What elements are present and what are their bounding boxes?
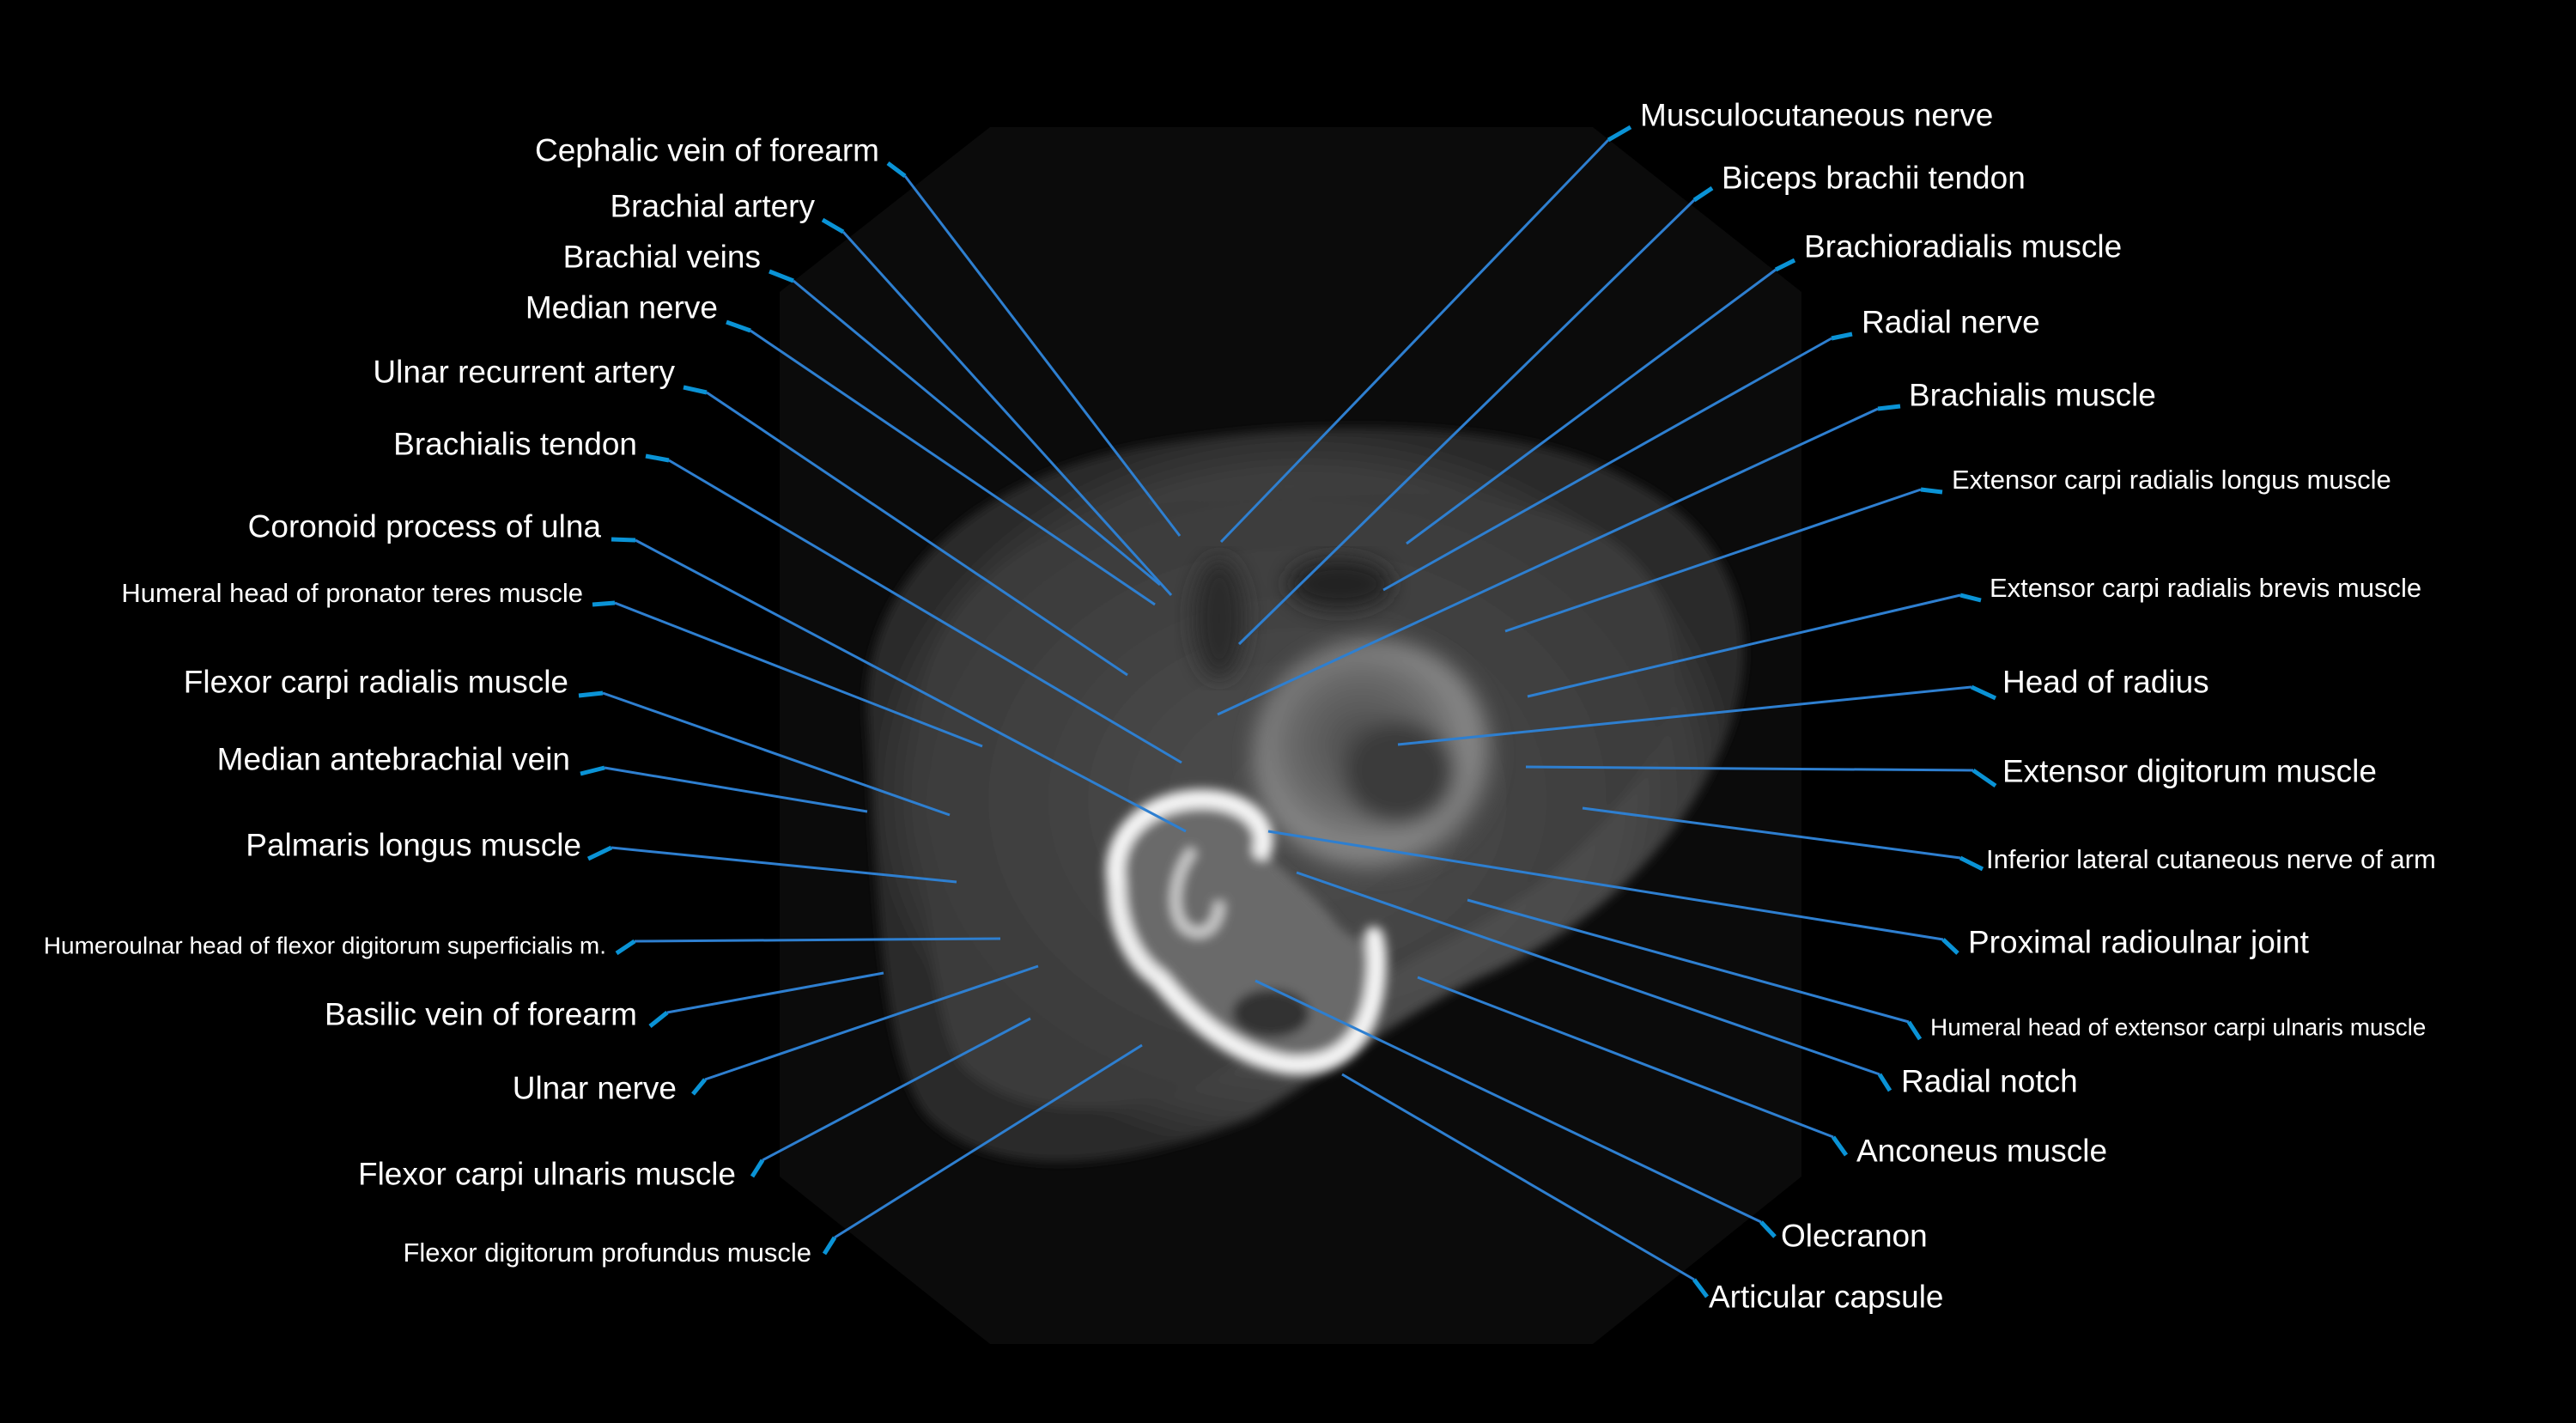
leader-tick-brachial-artery bbox=[821, 217, 845, 234]
label-brachialis-muscle: Brachialis muscle bbox=[1909, 377, 2156, 413]
label-brachioradialis-muscle: Brachioradialis muscle bbox=[1804, 228, 2123, 265]
leader-line-brachialis-tendon bbox=[668, 459, 1182, 764]
label-ulnar-recurrent-artery: Ulnar recurrent artery bbox=[373, 354, 675, 390]
label-humeral-head-of-extensor-carpi-ulnaris-muscle: Humeral head of extensor carpi ulnaris m… bbox=[1930, 1013, 2427, 1041]
leader-tick-musculocutaneous-nerve bbox=[1607, 125, 1632, 143]
leader-tick-brachial-veins bbox=[769, 269, 794, 283]
leader-tick-biceps-brachii-tendon bbox=[1692, 185, 1714, 203]
leader-line-radial-nerve bbox=[1382, 337, 1832, 592]
label-humeroulnar-head-of-flexor-digitorum-superficialis-m: Humeroulnar head of flexor digitorum sup… bbox=[43, 932, 606, 959]
leader-tick-extensor-digitorum-muscle bbox=[1971, 768, 1997, 788]
leader-line-humeral-head-of-pronator-teres-muscle bbox=[614, 601, 983, 748]
leader-line-ulnar-nerve bbox=[704, 964, 1039, 1081]
leader-tick-median-antebrachial-vein bbox=[580, 765, 605, 776]
leader-line-inferior-lateral-cutaneous-nerve-of-arm bbox=[1582, 806, 1961, 860]
label-flexor-carpi-ulnaris-muscle: Flexor carpi ulnaris muscle bbox=[357, 1156, 736, 1192]
label-cephalic-vein-of-forearm: Cephalic vein of forearm bbox=[534, 132, 879, 168]
leader-lines bbox=[578, 125, 1997, 1298]
leader-line-extensor-digitorum-muscle bbox=[1525, 765, 1974, 772]
leader-tick-brachialis-muscle bbox=[1877, 404, 1901, 411]
leader-line-brachialis-muscle bbox=[1217, 407, 1879, 716]
leader-line-radial-notch bbox=[1296, 871, 1880, 1076]
label-proximal-radioulnar-joint: Proximal radioulnar joint bbox=[1968, 924, 2309, 960]
leader-tick-anconeus-muscle bbox=[1831, 1135, 1849, 1157]
leader-line-brachial-artery bbox=[841, 230, 1173, 597]
label-inferior-lateral-cutaneous-nerve-of-arm: Inferior lateral cutaneous nerve of arm bbox=[1986, 844, 2436, 875]
label-extensor-carpi-radialis-longus-muscle: Extensor carpi radialis longus muscle bbox=[1952, 465, 2391, 496]
leader-tick-articular-capsule bbox=[1692, 1278, 1709, 1298]
leader-line-musculocutaneous-nerve bbox=[1219, 138, 1610, 544]
leader-line-head-of-radius bbox=[1397, 685, 1972, 746]
label-ulnar-nerve: Ulnar nerve bbox=[512, 1070, 677, 1106]
label-brachialis-tendon: Brachialis tendon bbox=[393, 426, 637, 462]
leader-tick-humeral-head-of-pronator-teres-muscle bbox=[592, 600, 616, 607]
label-coronoid-process-of-ulna: Coronoid process of ulna bbox=[247, 508, 601, 544]
leader-line-brachioradialis-muscle bbox=[1406, 268, 1777, 545]
label-radial-nerve: Radial nerve bbox=[1862, 304, 2040, 340]
label-musculocutaneous-nerve: Musculocutaneous nerve bbox=[1640, 97, 1994, 133]
leader-line-olecranon bbox=[1255, 979, 1762, 1224]
label-brachial-veins: Brachial veins bbox=[562, 239, 761, 275]
leader-line-palmaris-longus-muscle bbox=[611, 846, 957, 884]
leader-tick-extensor-carpi-radialis-brevis-muscle bbox=[1959, 593, 1982, 603]
leader-line-median-antebrachial-vein bbox=[604, 766, 868, 813]
leader-tick-inferior-lateral-cutaneous-nerve-of-arm bbox=[1959, 855, 1984, 872]
leader-tick-extensor-carpi-radialis-longus-muscle bbox=[1920, 487, 1943, 495]
leader-line-brachial-veins bbox=[793, 279, 1161, 587]
leader-tick-palmaris-longus-muscle bbox=[586, 845, 613, 861]
leader-line-humeroulnar-head-of-flexor-digitorum-superficialis-m bbox=[634, 937, 1001, 943]
leader-line-anconeus-muscle bbox=[1417, 976, 1834, 1139]
label-flexor-carpi-radialis-muscle: Flexor carpi radialis muscle bbox=[183, 664, 568, 700]
label-extensor-carpi-radialis-brevis-muscle: Extensor carpi radialis brevis muscle bbox=[1990, 573, 2422, 604]
leader-line-basilic-vein-of-forearm bbox=[666, 971, 884, 1014]
leader-tick-ulnar-recurrent-artery bbox=[683, 385, 708, 395]
label-humeral-head-of-pronator-teres-muscle: Humeral head of pronator teres muscle bbox=[121, 578, 583, 609]
label-palmaris-longus-muscle: Palmaris longus muscle bbox=[246, 827, 581, 863]
leader-tick-flexor-carpi-ulnaris-muscle bbox=[750, 1158, 765, 1178]
leader-line-flexor-carpi-ulnaris-muscle bbox=[762, 1017, 1031, 1162]
label-basilic-vein-of-forearm: Basilic vein of forearm bbox=[325, 996, 637, 1032]
label-median-antebrachial-vein: Median antebrachial vein bbox=[216, 741, 570, 777]
leader-line-articular-capsule bbox=[1341, 1073, 1695, 1281]
label-flexor-digitorum-profundus-muscle: Flexor digitorum profundus muscle bbox=[403, 1238, 811, 1268]
leader-tick-basilic-vein-of-forearm bbox=[648, 1011, 669, 1028]
label-articular-capsule: Articular capsule bbox=[1709, 1279, 1944, 1315]
leader-line-extensor-carpi-radialis-longus-muscle bbox=[1504, 488, 1922, 633]
label-brachial-artery: Brachial artery bbox=[610, 188, 815, 224]
leader-line-median-nerve bbox=[750, 329, 1156, 606]
leader-line-biceps-brachii-tendon bbox=[1237, 198, 1696, 646]
leader-tick-radial-notch bbox=[1877, 1073, 1893, 1092]
leader-line-ulnar-recurrent-artery bbox=[706, 391, 1128, 677]
label-biceps-brachii-tendon: Biceps brachii tendon bbox=[1722, 160, 2026, 196]
leader-tick-median-nerve bbox=[726, 319, 751, 333]
leader-tick-brachialis-tendon bbox=[645, 453, 670, 463]
leader-tick-head-of-radius bbox=[1970, 684, 1997, 701]
leader-line-extensor-carpi-radialis-brevis-muscle bbox=[1527, 593, 1961, 698]
leader-tick-ulnar-nerve bbox=[691, 1078, 707, 1096]
leader-tick-radial-nerve bbox=[1831, 331, 1853, 341]
leader-line-humeral-head-of-extensor-carpi-ulnaris-muscle bbox=[1467, 898, 1910, 1024]
label-radial-notch: Radial notch bbox=[1901, 1063, 2078, 1099]
leader-line-flexor-digitorum-profundus-muscle bbox=[834, 1043, 1143, 1239]
leader-tick-humeroulnar-head-of-flexor-digitorum-superficialis-m bbox=[615, 939, 636, 956]
label-anconeus-muscle: Anconeus muscle bbox=[1856, 1133, 2108, 1169]
label-extensor-digitorum-muscle: Extensor digitorum muscle bbox=[2002, 753, 2377, 789]
leader-line-coronoid-process-of-ulna bbox=[635, 538, 1187, 833]
leader-tick-coronoid-process-of-ulna bbox=[611, 537, 636, 543]
label-head-of-radius: Head of radius bbox=[2002, 664, 2209, 700]
leader-line-flexor-carpi-radialis-muscle bbox=[602, 691, 951, 817]
leader-tick-olecranon bbox=[1759, 1220, 1777, 1238]
label-median-nerve: Median nerve bbox=[525, 289, 718, 325]
leader-line-cephalic-vein-of-forearm bbox=[903, 175, 1182, 537]
leader-tick-brachioradialis-muscle bbox=[1774, 258, 1796, 272]
leader-tick-proximal-radioulnar-joint bbox=[1941, 938, 1959, 955]
label-olecranon: Olecranon bbox=[1781, 1218, 1928, 1254]
leader-tick-cephalic-vein-of-forearm bbox=[886, 161, 907, 178]
leader-tick-flexor-digitorum-profundus-muscle bbox=[822, 1236, 837, 1256]
leader-tick-flexor-carpi-radialis-muscle bbox=[578, 690, 604, 698]
leader-tick-humeral-head-of-extensor-carpi-ulnaris-muscle bbox=[1906, 1020, 1923, 1041]
leader-line-proximal-radioulnar-joint bbox=[1267, 830, 1944, 941]
